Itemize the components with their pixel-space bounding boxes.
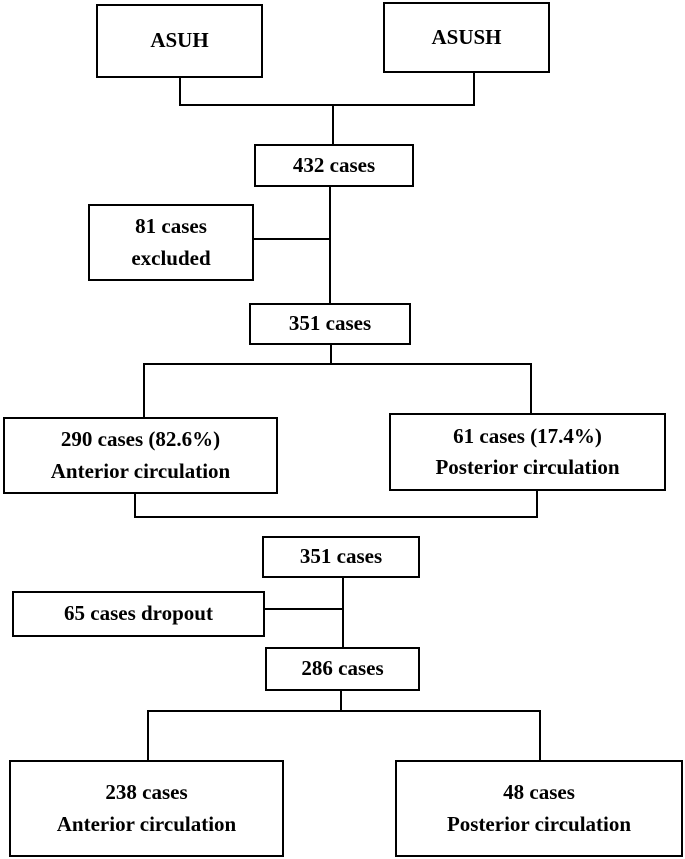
total-box-351-second: 351 cases bbox=[262, 536, 420, 578]
dropout-box: 65 cases dropout bbox=[12, 591, 265, 637]
posterior-count: 48 cases bbox=[503, 780, 575, 804]
dropout-label: 65 cases dropout bbox=[64, 601, 213, 626]
excluded-count: 81 cases bbox=[135, 214, 207, 238]
anterior-box-final: 238 cases Anterior circulation bbox=[9, 760, 284, 857]
case-count: 432 cases bbox=[292, 152, 376, 177]
anterior-count: 290 cases (82.6%) bbox=[60, 427, 221, 451]
total-box-286: 286 cases bbox=[265, 647, 420, 691]
posterior-count: 61 cases (17.4%) bbox=[453, 423, 602, 448]
total-box-432: 432 cases bbox=[254, 144, 414, 187]
source-label: ASUSH bbox=[431, 24, 502, 49]
source-box-asush: ASUSH bbox=[383, 2, 550, 73]
anterior-label: Anterior circulation bbox=[50, 458, 231, 483]
posterior-label: Posterior circulation bbox=[446, 811, 632, 836]
posterior-box-first: 61 cases (17.4%) Posterior circulation bbox=[389, 413, 666, 491]
posterior-label: Posterior circulation bbox=[435, 455, 620, 479]
excluded-label: excluded bbox=[131, 245, 211, 270]
case-count: 286 cases bbox=[301, 656, 384, 681]
excluded-box: 81 cases excluded bbox=[88, 204, 254, 281]
case-count: 351 cases bbox=[299, 544, 383, 569]
anterior-box-first: 290 cases (82.6%) Anterior circulation bbox=[3, 417, 278, 494]
anterior-count: 238 cases bbox=[105, 780, 188, 804]
anterior-label: Anterior circulation bbox=[56, 811, 237, 836]
case-count: 351 cases bbox=[288, 311, 372, 336]
source-box-asuh: ASUH bbox=[96, 4, 263, 78]
source-label: ASUH bbox=[150, 28, 209, 53]
posterior-box-final: 48 cases Posterior circulation bbox=[395, 760, 683, 857]
total-box-351: 351 cases bbox=[249, 303, 411, 345]
